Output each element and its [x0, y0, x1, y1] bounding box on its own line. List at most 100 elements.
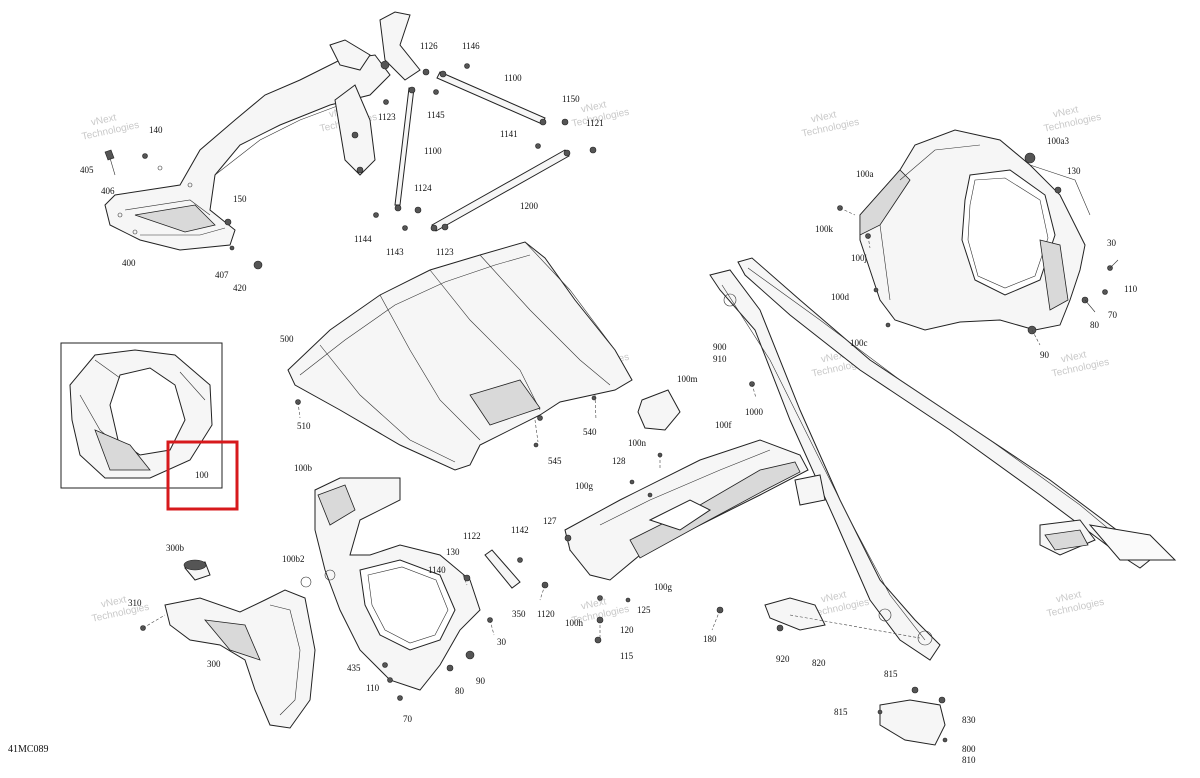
callout-100b: 100b	[294, 463, 313, 473]
callout-820: 820	[812, 658, 826, 668]
brackets-820-800	[764, 597, 948, 746]
callout-30: 30	[1107, 238, 1117, 248]
callout-1000: 1000	[745, 407, 764, 417]
callout-1150: 1150	[562, 94, 580, 104]
callout-100m: 100m	[677, 374, 698, 384]
callout-100g: 100g	[654, 582, 673, 592]
rods-1100-1200	[373, 63, 597, 232]
callout-300: 300	[207, 659, 221, 669]
watermark-line1: vNext	[1052, 104, 1080, 120]
inset-frame	[60, 342, 223, 489]
callout-150: 150	[233, 194, 247, 204]
callout-500: 500	[280, 334, 294, 344]
callout-30: 30	[497, 637, 507, 647]
callout-405: 405	[80, 165, 94, 175]
highlight-label: 100	[195, 470, 209, 480]
callout-125: 125	[637, 605, 651, 615]
tube-frame-900	[709, 257, 1177, 661]
callout-1122: 1122	[463, 531, 481, 541]
callout-100h: 100h	[565, 618, 584, 628]
callout-100j: 100j	[851, 253, 867, 263]
callout-1145: 1145	[427, 110, 445, 120]
callout-128: 128	[612, 456, 626, 466]
callout-1142: 1142	[511, 525, 529, 535]
callout-110: 110	[366, 683, 380, 693]
watermark-line1: vNext	[810, 109, 838, 125]
callout-1123: 1123	[378, 112, 396, 122]
callout-70: 70	[403, 714, 413, 724]
skid-plate-500	[287, 241, 633, 471]
callout-100n: 100n	[628, 438, 647, 448]
callout-1100: 1100	[504, 73, 522, 83]
highlight-box	[166, 440, 239, 511]
callout-127: 127	[543, 516, 557, 526]
callout-1126: 1126	[420, 41, 438, 51]
callout-100c: 100c	[850, 338, 868, 348]
callout-130: 130	[446, 547, 460, 557]
callout-115: 115	[620, 651, 634, 661]
callout-100f: 100f	[715, 420, 732, 430]
upper-frame-400	[104, 11, 421, 251]
watermark-line1: vNext	[1060, 349, 1088, 365]
callout-80: 80	[1090, 320, 1100, 330]
guide-lines	[142, 207, 1041, 640]
callout-310: 310	[128, 598, 142, 608]
callout-545: 545	[548, 456, 562, 466]
callout-1141: 1141	[500, 129, 518, 139]
callout-110: 110	[1124, 284, 1138, 294]
callout-900: 900	[713, 342, 727, 352]
callout-435: 435	[347, 663, 361, 673]
callout-100d: 100d	[831, 292, 850, 302]
callout-1121: 1121	[586, 118, 604, 128]
callout-800: 800	[962, 744, 976, 754]
callout-1146: 1146	[462, 41, 480, 51]
hardware-400-group	[104, 149, 263, 270]
callout-510: 510	[297, 421, 311, 431]
watermark-line1: vNext	[580, 99, 608, 115]
watermark-line1: vNext	[90, 112, 118, 128]
callout-1120: 1120	[537, 609, 555, 619]
callout-815: 815	[834, 707, 848, 717]
callout-120: 120	[620, 625, 634, 635]
callout-100a3: 100a3	[1047, 136, 1069, 146]
callout-90: 90	[1040, 350, 1050, 360]
callout-100b2: 100b2	[282, 554, 305, 564]
callout-100g: 100g	[575, 481, 594, 491]
lower-bulkhead-100b	[300, 477, 549, 701]
watermark-line1: vNext	[100, 594, 128, 610]
callout-1124: 1124	[414, 183, 432, 193]
callout-810: 810	[962, 755, 976, 765]
callout-407: 407	[215, 270, 229, 280]
rear-bracket-300	[140, 559, 316, 729]
callout-350: 350	[512, 609, 526, 619]
callout-910: 910	[713, 354, 727, 364]
callout-1144: 1144	[354, 234, 372, 244]
callout-140: 140	[149, 125, 163, 135]
plates-100m-100f	[564, 389, 809, 644]
callout-180: 180	[703, 634, 717, 644]
callout-1143: 1143	[386, 247, 404, 257]
front-bulkhead-100	[837, 129, 1119, 335]
inset-100	[60, 342, 223, 489]
watermark-line1: vNext	[1055, 589, 1083, 605]
callout-90: 90	[476, 676, 486, 686]
callout-540: 540	[583, 427, 597, 437]
callout-420: 420	[233, 283, 247, 293]
callout-130: 130	[1067, 166, 1081, 176]
callout-830: 830	[962, 715, 976, 725]
callout-100k: 100k	[815, 224, 834, 234]
diagram-code: 41MC089	[8, 744, 49, 755]
callouts: 1126 1146 1100 1150 1145 1123 1100 1141 …	[80, 41, 1138, 765]
callout-1140: 1140	[428, 565, 446, 575]
callout-80: 80	[455, 686, 465, 696]
callout-920: 920	[776, 654, 790, 664]
callout-815: 815	[884, 669, 898, 679]
callout-1100: 1100	[424, 146, 442, 156]
watermark-line1: vNext	[820, 589, 848, 605]
callout-100a: 100a	[856, 169, 874, 179]
callout-406: 406	[101, 186, 115, 196]
callout-300b: 300b	[166, 543, 185, 553]
callout-400: 400	[122, 258, 136, 268]
